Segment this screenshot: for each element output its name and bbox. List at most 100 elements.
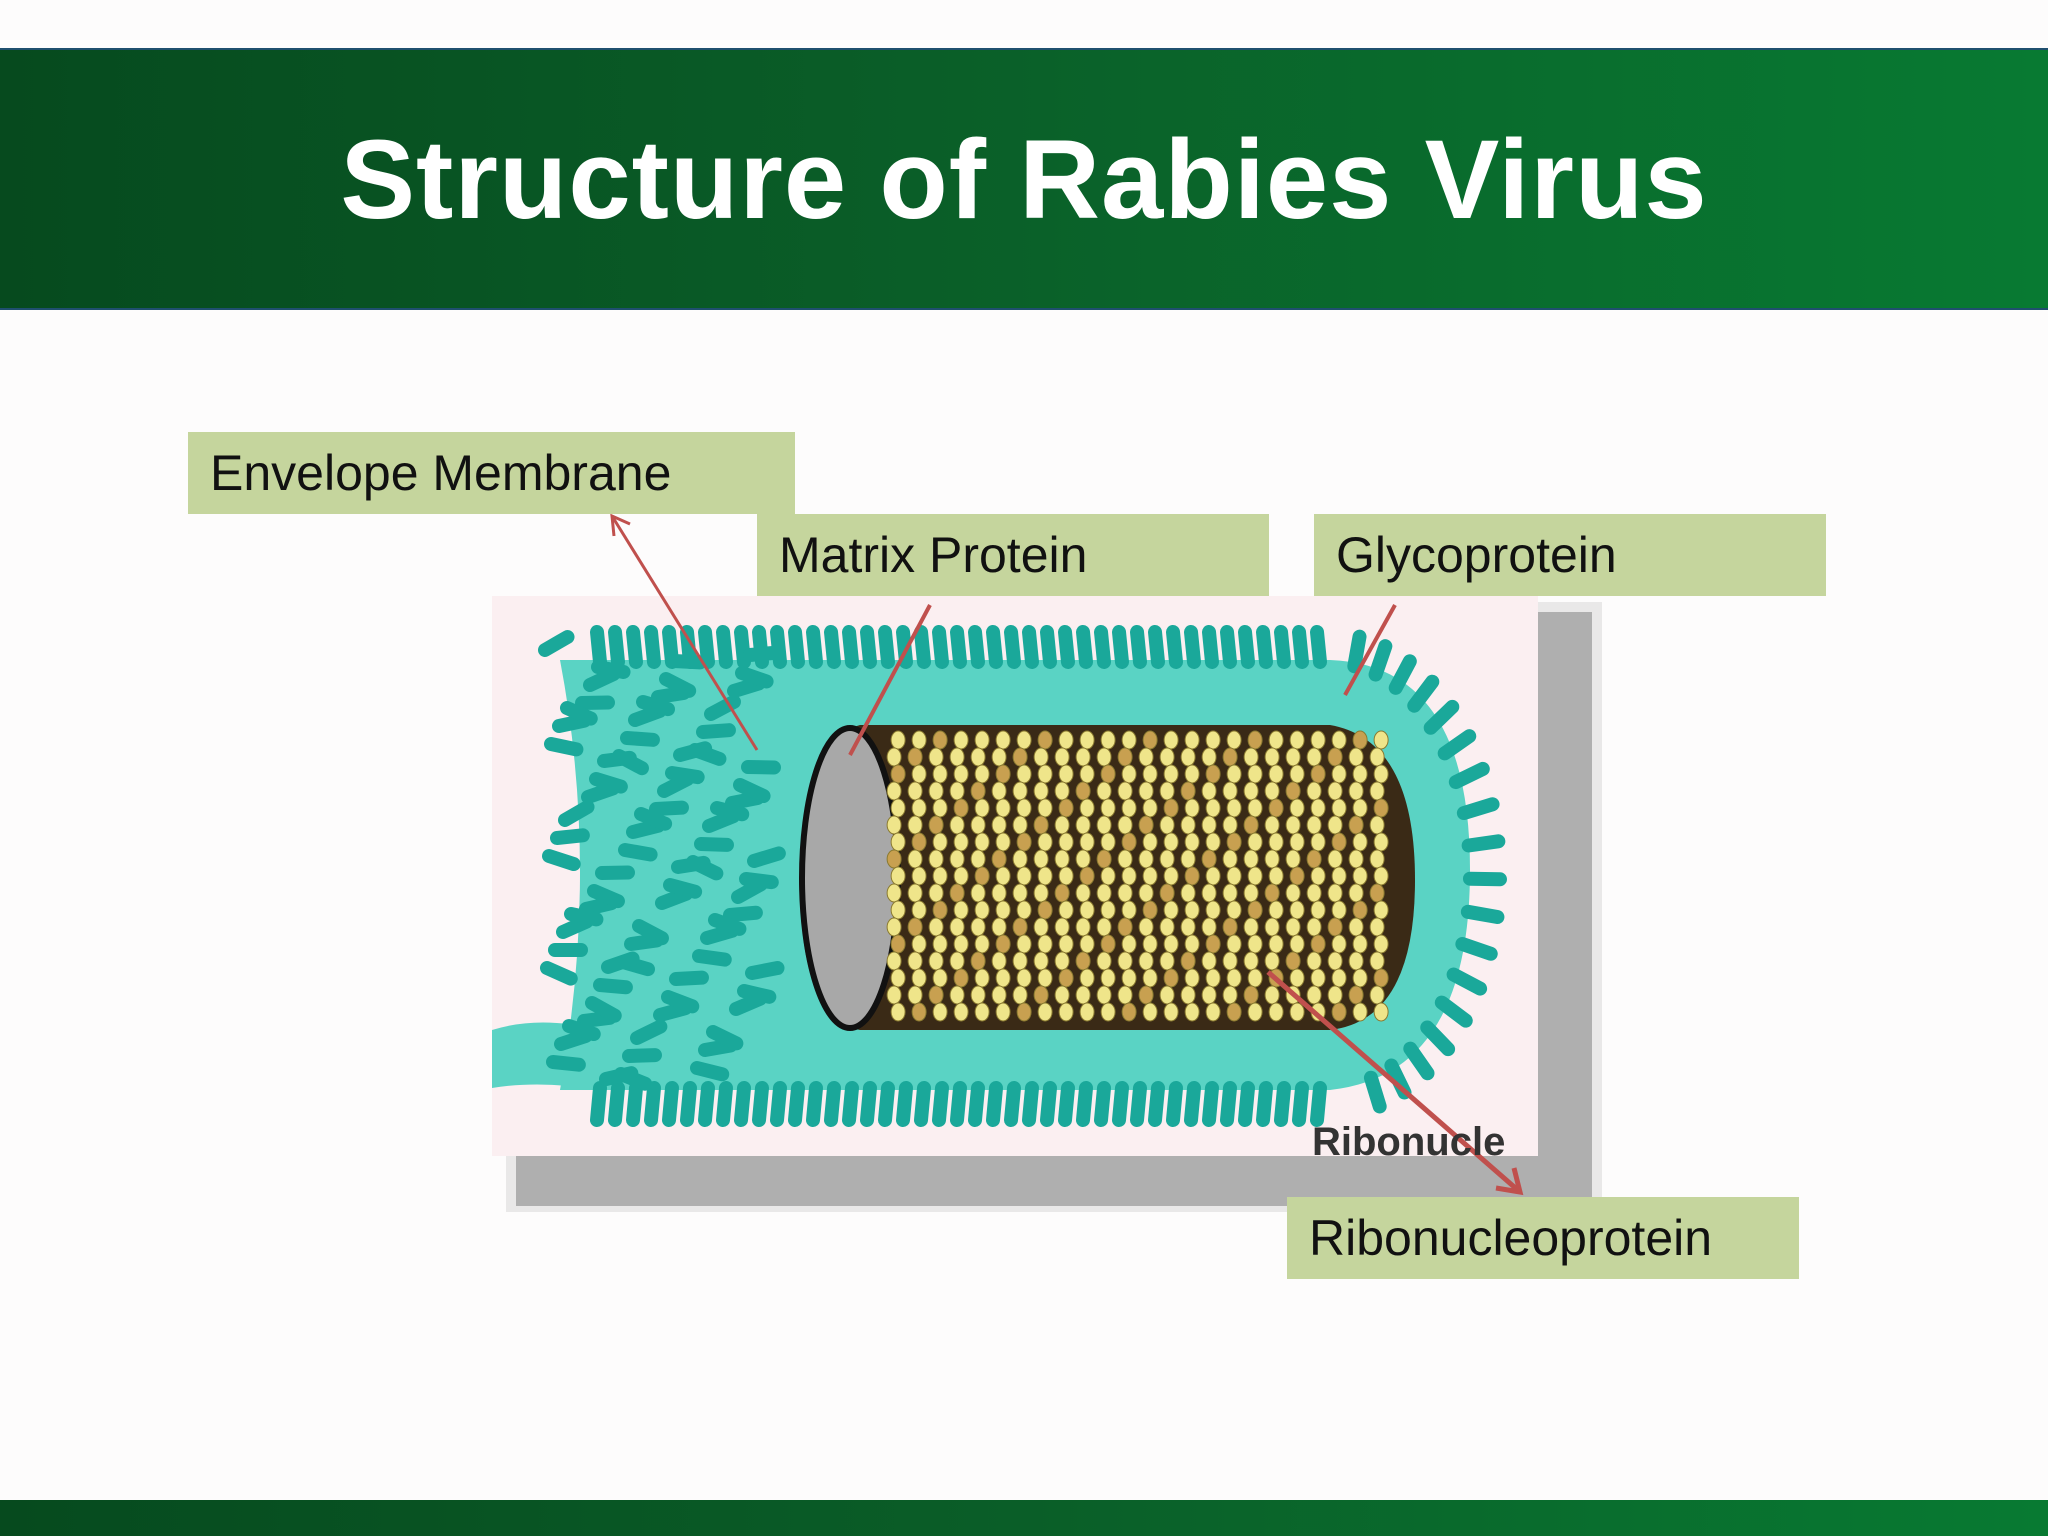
rnp-subunit (1285, 985, 1301, 1005)
rnp-subunit (1331, 730, 1347, 750)
rnp-subunit (1205, 900, 1221, 920)
rnp-subunit (1327, 951, 1343, 971)
glycoprotein-spike (556, 914, 594, 939)
rnp-subunit (1033, 985, 1049, 1005)
rnp-subunit (1348, 883, 1364, 903)
rnp-subunit (953, 900, 969, 920)
rnp-subunit (1348, 951, 1364, 971)
rnp-subunit (1180, 747, 1196, 767)
rnp-subunit (1369, 849, 1385, 869)
rnp-subunit (1096, 883, 1112, 903)
rnp-subunit (1264, 781, 1280, 801)
glycoprotein-spike (680, 625, 697, 669)
rnp-subunit (1012, 747, 1028, 767)
rnp-subunit (1310, 798, 1326, 818)
rnp-subunit (949, 849, 965, 869)
rnp-subunit (1201, 781, 1217, 801)
rnp-subunit (1226, 866, 1242, 886)
rnp-subunit (1079, 866, 1095, 886)
rnp-subunit (1369, 815, 1385, 835)
rnp-subunit (1184, 900, 1200, 920)
rnp-subunit (1117, 747, 1133, 767)
rnp-subunit (991, 747, 1007, 767)
rnp-subunit (953, 764, 969, 784)
rnp-subunit (1180, 951, 1196, 971)
rnp-subunit (1268, 866, 1284, 886)
rnp-subunit (974, 866, 990, 886)
glycoprotein-spike (747, 846, 786, 868)
rnp-subunit (1289, 900, 1305, 920)
rnp-subunit (1033, 917, 1049, 937)
rnp-subunit (1205, 866, 1221, 886)
rnp-subunit (1226, 934, 1242, 954)
rnp-subunit (1096, 917, 1112, 937)
rnp-subunit (1268, 1002, 1284, 1022)
glycoprotein-spike (680, 1081, 697, 1127)
glycoprotein-spike (735, 666, 774, 689)
rnp-subunit (1180, 815, 1196, 835)
glycoprotein-spike (700, 923, 739, 945)
matrix-protein-label-text: Matrix Protein (779, 527, 1088, 583)
rnp-subunit (1142, 798, 1158, 818)
rnp-subunit (1247, 866, 1263, 886)
rnp-subunit (1310, 968, 1326, 988)
glycoprotein-spike (663, 878, 703, 899)
rnp-subunit (1100, 1002, 1116, 1022)
rnp-subunit (1058, 934, 1074, 954)
rnp-subunit (1289, 832, 1305, 852)
rnp-subunit (1243, 917, 1259, 937)
rnp-subunit (1075, 985, 1091, 1005)
rnp-subunit (928, 985, 944, 1005)
glycoprotein-spike (587, 884, 625, 909)
rnp-subunit (1138, 815, 1154, 835)
rnp-subunit (1348, 917, 1364, 937)
rnp-subunit (1289, 934, 1305, 954)
glycoprotein-spike (542, 849, 581, 872)
rnp-subunit (1096, 815, 1112, 835)
rnp-subunit (1205, 832, 1221, 852)
rnp-subunit (1159, 747, 1175, 767)
rnp-subunit (1205, 934, 1221, 954)
rnp-subunit (1096, 781, 1112, 801)
glycoprotein-spike (1256, 1081, 1273, 1127)
rnp-subunit (1348, 849, 1364, 869)
rnp-subunit (1226, 1002, 1242, 1022)
rnp-subunit (1180, 781, 1196, 801)
rnp-subunit (1205, 1002, 1221, 1022)
glycoprotein-spike (1094, 625, 1111, 669)
rnp-subunit (1268, 934, 1284, 954)
rnp-subunit (1369, 883, 1385, 903)
rnp-subunit (932, 832, 948, 852)
rnp-subunit (1016, 900, 1032, 920)
rnp-subunit (991, 849, 1007, 869)
glycoprotein-spike (896, 625, 913, 669)
rnp-subunit (1222, 815, 1238, 835)
rnp-subunit (970, 951, 986, 971)
rnp-subunit (1264, 815, 1280, 835)
glycoprotein-spike (686, 855, 724, 881)
rnp-subunit (1310, 832, 1326, 852)
glycoprotein-spike (589, 772, 628, 794)
rnp-subunit (1180, 849, 1196, 869)
rnp-subunit (1163, 968, 1179, 988)
rnp-subunit (1054, 917, 1070, 937)
glycoprotein-spike (702, 809, 741, 833)
rnp-subunit (1285, 883, 1301, 903)
glycoprotein-spike (968, 1081, 985, 1127)
glycoprotein-spike (628, 704, 667, 727)
rnp-subunit (1058, 764, 1074, 784)
glycoprotein-spike (661, 990, 700, 1014)
matrix-pointer (848, 604, 932, 756)
ribonucleoprotein-label-text: Ribonucleoprotein (1309, 1210, 1713, 1266)
rnp-subunit (970, 917, 986, 937)
rnp-subunit (911, 1002, 927, 1022)
glycoprotein-spike (649, 800, 689, 816)
rnp-subunit (1037, 934, 1053, 954)
rnp-subunit (1159, 883, 1175, 903)
rnp-subunit (1289, 968, 1305, 988)
rnp-subunit (886, 849, 902, 869)
envelope-arrowhead (610, 513, 631, 537)
rnp-subunit (1142, 730, 1158, 750)
rnp-subunit (1012, 883, 1028, 903)
rnp-subunit (970, 849, 986, 869)
